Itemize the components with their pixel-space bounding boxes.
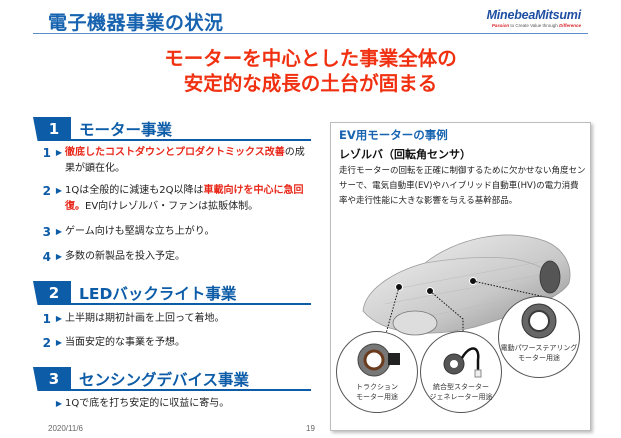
list-item: 4 ▶ 多数の新製品を投入予定。	[42, 250, 185, 264]
headline-line-1: モーターを中心とした事業全体の	[164, 47, 457, 70]
section-title: LEDバックライト事業	[79, 285, 237, 303]
callout-traction-motor: トラクション モーター用途	[336, 331, 418, 413]
section-motor: 1 モーター事業 1 ▶ 徹底したコストダウンとプロダクトミックス改善の成果が顕…	[33, 117, 311, 265]
triangle-bullet-icon: ▶	[55, 314, 63, 323]
list-item: 2 ▶ 当面安定的な事業を予想。	[42, 336, 185, 350]
section-sensing-device: 3 センシングデバイス事業 ▶ 1Qで底を打ち安定的に収益に寄与。	[33, 367, 311, 412]
section-header: 3 センシングデバイス事業	[33, 367, 311, 391]
triangle-bullet-icon: ▶	[55, 148, 63, 157]
triangle-bullet-icon: ▶	[55, 227, 63, 236]
triangle-bullet-icon: ▶	[55, 252, 63, 261]
section-title: センシングデバイス事業	[79, 371, 250, 389]
callout-eps-motor: 電動パワーステアリング モーター用途	[498, 296, 580, 378]
list-item: 3 ▶ ゲーム向けも堅調な立ち上がり。	[42, 225, 215, 239]
case-study-box: EV用モーターの事例 レゾルバ（回転角センサ） 走行モーターの回転を正確に制御す…	[330, 122, 591, 431]
triangle-bullet-icon: ▶	[55, 399, 63, 408]
section-rule	[71, 303, 311, 305]
section-led-backlight: 2 LEDバックライト事業 1 ▶ 上半期は期初計画を上回って着地。 2 ▶ 当…	[33, 281, 311, 351]
headline: モーターを中心とした事業全体の 安定的な成長の土台が固まる	[0, 46, 621, 96]
case-study-title: EV用モーターの事例	[339, 128, 448, 142]
triangle-bullet-icon: ▶	[55, 186, 63, 195]
headline-line-2: 安定的な成長の土台が固まる	[183, 72, 438, 95]
isg-resolver-icon	[443, 347, 482, 378]
list-item: 1 ▶ 徹底したコストダウンとプロダクトミックス改善の成果が顕在化。	[33, 145, 311, 177]
section-title: モーター事業	[79, 121, 173, 139]
case-study-subtitle: レゾルバ（回転角センサ）	[339, 148, 471, 161]
section-header: 2 LEDバックライト事業	[33, 281, 311, 305]
section-header: 1 モーター事業	[33, 117, 311, 141]
case-study-description: 走行モーターの回転を正確に制御するために欠かせない角度センサーで、電気自動車(E…	[339, 166, 586, 206]
section-rule	[71, 389, 311, 391]
footer-date: 2020/11/6	[48, 424, 83, 433]
page-number: 19	[306, 424, 315, 433]
logo-tagline: Passion to Create Value through Differen…	[491, 23, 581, 28]
callout-isg: 統合型スターター ジェネレーター用途	[420, 331, 502, 413]
logo-wordmark: MinebeaMitsumi	[486, 8, 582, 22]
company-logo: MinebeaMitsumi Passion to Create Value t…	[486, 8, 582, 28]
section-number-badge: 2	[33, 281, 71, 305]
eps-resolver-icon	[521, 303, 557, 339]
traction-resolver-icon	[357, 343, 400, 377]
triangle-bullet-icon: ▶	[55, 338, 63, 347]
list-item: ▶ 1Qで底を打ち安定的に収益に寄与。	[33, 396, 311, 412]
section-rule	[71, 139, 311, 141]
section-number-badge: 1	[33, 117, 71, 141]
section-number-badge: 3	[33, 367, 71, 391]
list-item: 2 ▶ 1Qは全般的に減速も2Q以降は車載向けを中心に急回復。EV向けレゾルバ・…	[33, 183, 311, 215]
list-item: 1 ▶ 上半期は期初計画を上回って着地。	[42, 312, 225, 326]
page-title: 電子機器事業の状況	[48, 12, 224, 34]
header-rule	[33, 33, 588, 34]
